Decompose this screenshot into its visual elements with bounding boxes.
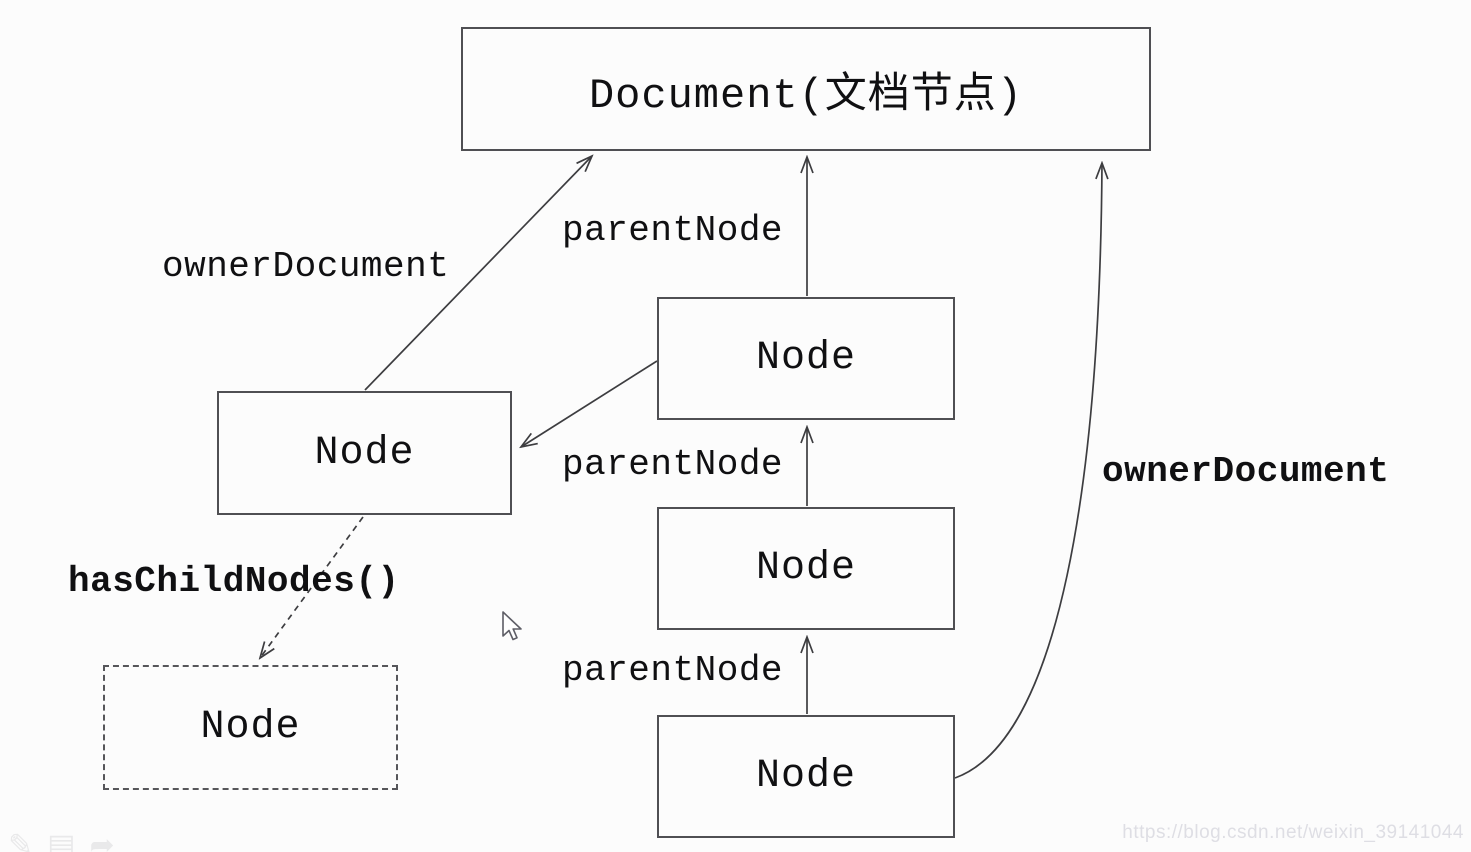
owner-document-right-label: ownerDocument xyxy=(1102,451,1390,492)
node-box-dashed: Node xyxy=(103,665,398,790)
node-box-middle-1: Node xyxy=(657,297,955,420)
node-box-bottom: Node xyxy=(657,715,955,838)
edge-owner-document-curve xyxy=(954,163,1102,779)
share-icon: ➦ xyxy=(89,828,115,852)
owner-document-left-label: ownerDocument xyxy=(162,246,450,287)
has-child-nodes-label: hasChildNodes() xyxy=(68,561,400,602)
list-icon: ▤ xyxy=(47,828,76,852)
mouse-cursor-icon xyxy=(502,611,522,641)
document-box: Document(文档节点) xyxy=(461,27,1151,151)
watermark-text: https://blog.csdn.net/weixin_39141044 xyxy=(1122,822,1464,843)
pencil-icon: ✎ xyxy=(8,828,34,852)
node-box-middle-2: Node xyxy=(657,507,955,630)
edge-parent-node-to-left xyxy=(521,360,658,447)
parent-node-label-top: parentNode xyxy=(562,210,784,251)
corner-toolbar: ✎ ▤ ➦ xyxy=(0,831,115,852)
parent-node-label-middle: parentNode xyxy=(562,444,784,485)
parent-node-label-bottom: parentNode xyxy=(562,650,784,691)
node-box-left: Node xyxy=(217,391,512,515)
